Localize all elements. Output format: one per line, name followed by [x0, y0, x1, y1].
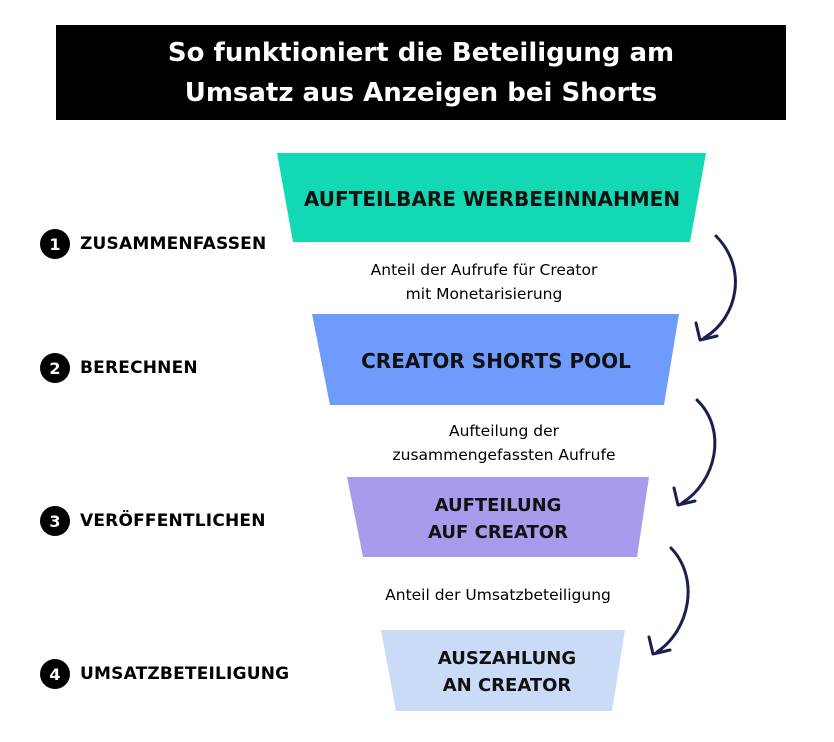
funnel-tier-4: AUSZAHLUNG AN CREATOR [381, 630, 625, 711]
tier-3-shape [347, 477, 649, 557]
funnel-tier-2: CREATOR SHORTS POOL [312, 314, 679, 405]
arrow-1-curve [702, 234, 737, 340]
step-2-label: BERECHNEN [80, 358, 198, 378]
step-2-number-badge: 2 [40, 353, 70, 383]
tier-3-line-2: AUF CREATOR [428, 522, 568, 543]
arrow-3-curve [655, 546, 690, 654]
connector-2-line-2: zusammengefassten Aufrufe [392, 446, 616, 464]
title-line-2: Umsatz aus Anzeigen bei Shorts [184, 77, 658, 108]
tier-2-line-1: CREATOR SHORTS POOL [361, 349, 631, 373]
connector-1-text: Anteil der Aufrufe für Creator mit Monet… [371, 258, 598, 306]
funnel-tier-3: AUFTEILUNG AUF CREATOR [347, 477, 649, 557]
funnel-tier-1: AUFTEILBARE WERBEEINNAHMEN [277, 153, 706, 242]
step-2: 2 BERECHNEN [40, 353, 198, 383]
arrow-2-curve [680, 398, 717, 505]
step-1-label: ZUSAMMENFASSEN [80, 234, 267, 254]
step-4: 4 UMSATZBETEILIGUNG [40, 659, 289, 689]
connector-3-text: Anteil der Umsatzbeteiligung [385, 583, 611, 607]
connector-3-line-1: Anteil der Umsatzbeteiligung [385, 586, 611, 604]
arrow-1-head [694, 321, 719, 342]
step-3-number-badge: 3 [40, 506, 70, 536]
arrow-2-head [672, 486, 697, 507]
tier-4-line-2: AN CREATOR [443, 675, 572, 696]
tier-1-line-1: AUFTEILBARE WERBEEINNAHMEN [304, 187, 680, 211]
curved-arrow-2 [672, 398, 717, 507]
connector-1-line-2: mit Monetarisierung [405, 285, 563, 303]
arrow-3-head [647, 635, 672, 656]
tier-4-shape [381, 630, 625, 711]
title-line-1: So funktioniert die Beteiligung am [167, 37, 675, 68]
step-4-label: UMSATZBETEILIGUNG [80, 664, 290, 684]
step-3-label: VERÖFFENTLICHEN [80, 511, 266, 531]
connector-2-line-1: Aufteilung der [448, 422, 559, 440]
curved-arrow-1 [694, 234, 737, 342]
tier-3-line-1: AUFTEILUNG [435, 495, 562, 516]
step-3: 3 VERÖFFENTLICHEN [40, 506, 266, 536]
step-1: 1 ZUSAMMENFASSEN [40, 229, 266, 259]
tier-4-line-1: AUSZAHLUNG [438, 648, 576, 669]
tier-1-shape [277, 153, 706, 242]
curved-arrow-3 [647, 546, 690, 656]
connector-2-text: Aufteilung der zusammengefassten Aufrufe [392, 419, 615, 467]
step-4-number-badge: 4 [40, 659, 70, 689]
tier-2-shape [312, 314, 679, 405]
title-banner: So funktioniert die Beteiligung am Umsat… [56, 25, 786, 120]
step-1-number-badge: 1 [40, 229, 70, 259]
connector-1-line-1: Anteil der Aufrufe für Creator [370, 261, 598, 279]
